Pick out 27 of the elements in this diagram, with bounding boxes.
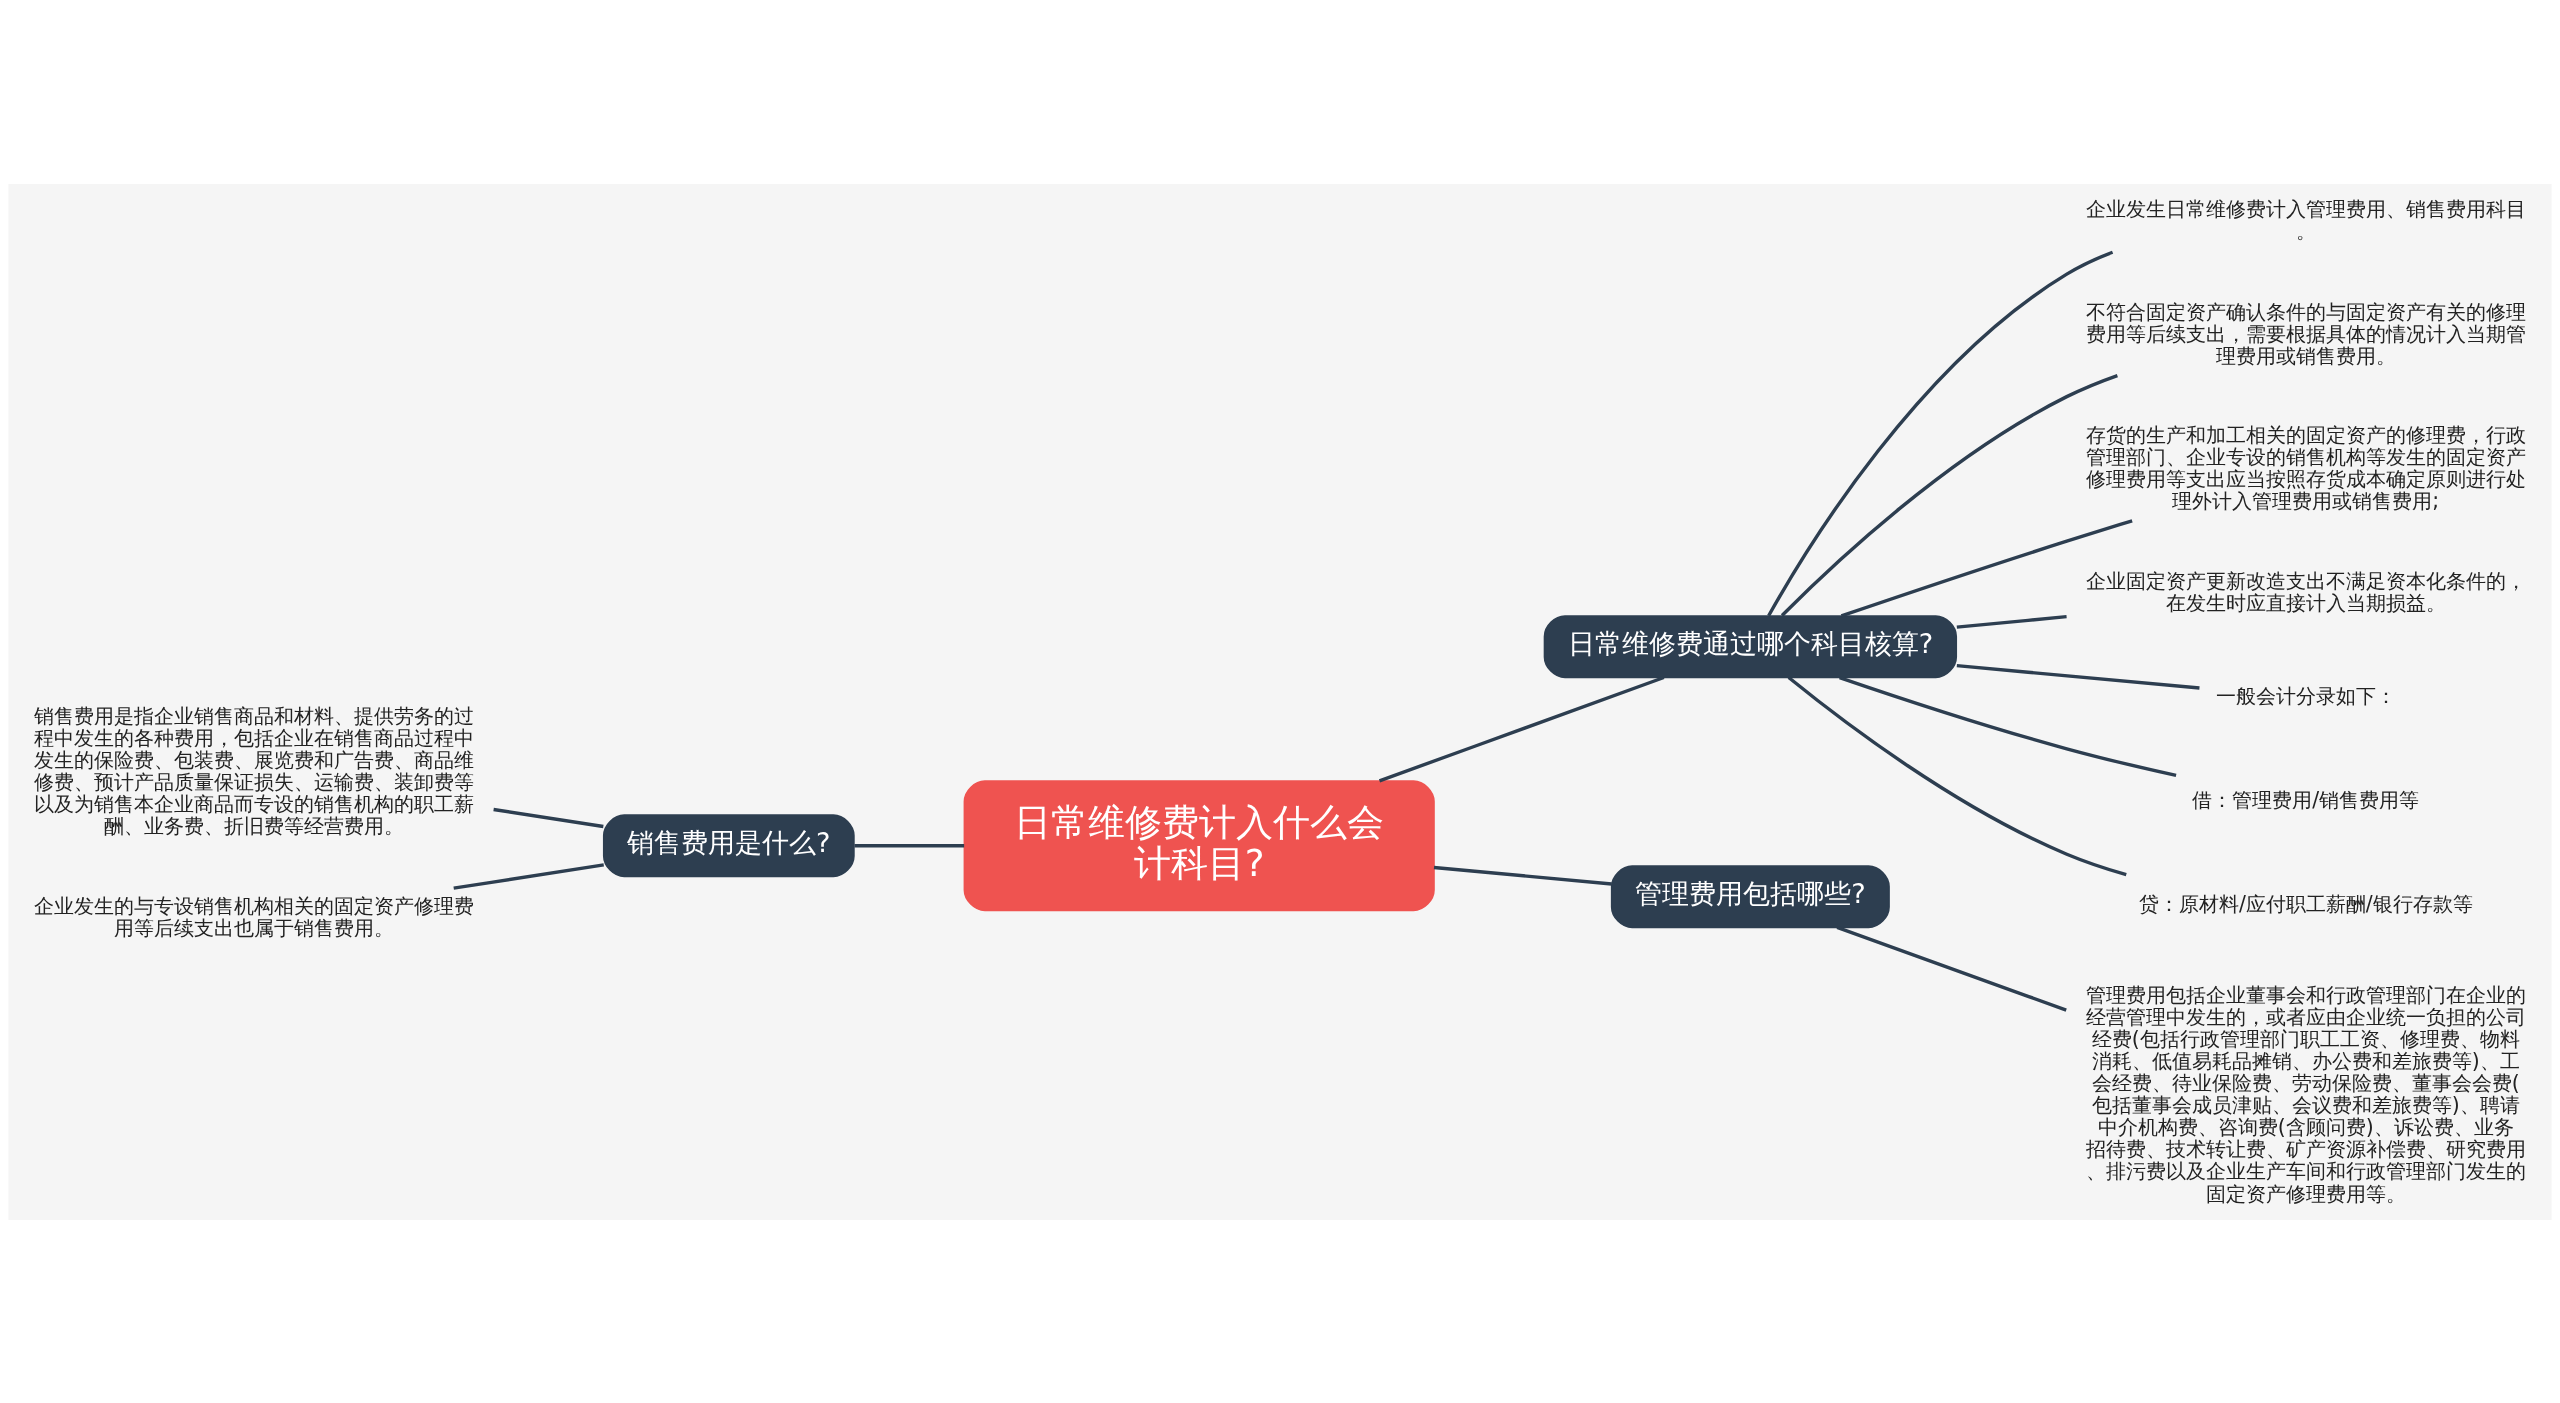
connector	[1840, 518, 2133, 618]
connector	[1956, 614, 2067, 629]
connector	[1956, 663, 2200, 690]
connector	[854, 843, 965, 847]
connector	[1839, 675, 2177, 777]
node-text: 管理费用包括企业董事会和行政管理部门在企业的经营管理中发生的，或者应由企业统一负担的公司经费(包括行政管理部门职工工资、修理费、物料消耗、低值易耗品摊销、办公费和差旅费等)、工会经费、待业保险费、劳动保险费、董事会会费(包括董事会成员津贴、会议费和差旅费等)、聘请中介机构费、咨询费(含顾问费)、诉讼费、业务招待费、技术转让费、矿产资源补偿费、研究费用、排污费以及企业生产车间和行政管理部门发生的固定资产修理费用等。	[2085, 982, 2526, 1206]
connector	[453, 862, 604, 890]
node-text: 企业发生的与专设销售机构相关的固定资产修理费用等后续支出也属于销售费用。	[34, 893, 475, 940]
node-box: 日常维修费计入什么会计科目?	[963, 779, 1435, 911]
node-box: 日常维修费通过哪个科目核算?	[1543, 614, 1958, 678]
node-text: 一般会计分录如下：	[2215, 683, 2396, 708]
connector	[493, 807, 604, 828]
connector	[1836, 925, 2067, 1012]
node-text: 贷：原材料/应付职工薪酬/银行存款等	[2138, 891, 2473, 916]
node-text: 不符合固定资产确认条件的与固定资产有关的修理费用等后续支出，需要根据具体的情况计入当期管理费用或销售费用。	[2085, 299, 2526, 368]
node-box: 销售费用是什么?	[602, 813, 855, 877]
connector	[1378, 675, 1665, 782]
connector	[1767, 250, 2114, 617]
connector	[1433, 865, 1612, 886]
node-box: 管理费用包括哪些?	[1610, 864, 1890, 928]
node-text: 销售费用是指企业销售商品和材料、提供劳务的过程中发生的各种费用，包括企业在销售商品过程中发生的保险费、包装费、展览费和广告费、商品维修费、预计产品质量保证损失、运输费、装卸费等以及为销售本企业商品而专设的销售机构的职工薪酬、业务费、折旧费等经营费用。	[34, 703, 475, 838]
node-text: 企业固定资产更新改造支出不满足资本化条件的，在发生时应直接计入当期损益。	[2085, 568, 2526, 615]
node-text: 存货的生产和加工相关的固定资产的修理费，行政管理部门、企业专设的销售机构等发生的固定资产修理费用等支出应当按照存货成本确定原则进行处理外计入管理费用或销售费用;	[2085, 422, 2526, 513]
node-text: 企业发生日常维修费计入管理费用、销售费用科目。	[2085, 196, 2526, 243]
connector	[1787, 675, 2127, 876]
connector	[1780, 373, 2118, 617]
node-text: 借：管理费用/销售费用等	[2192, 787, 2420, 812]
